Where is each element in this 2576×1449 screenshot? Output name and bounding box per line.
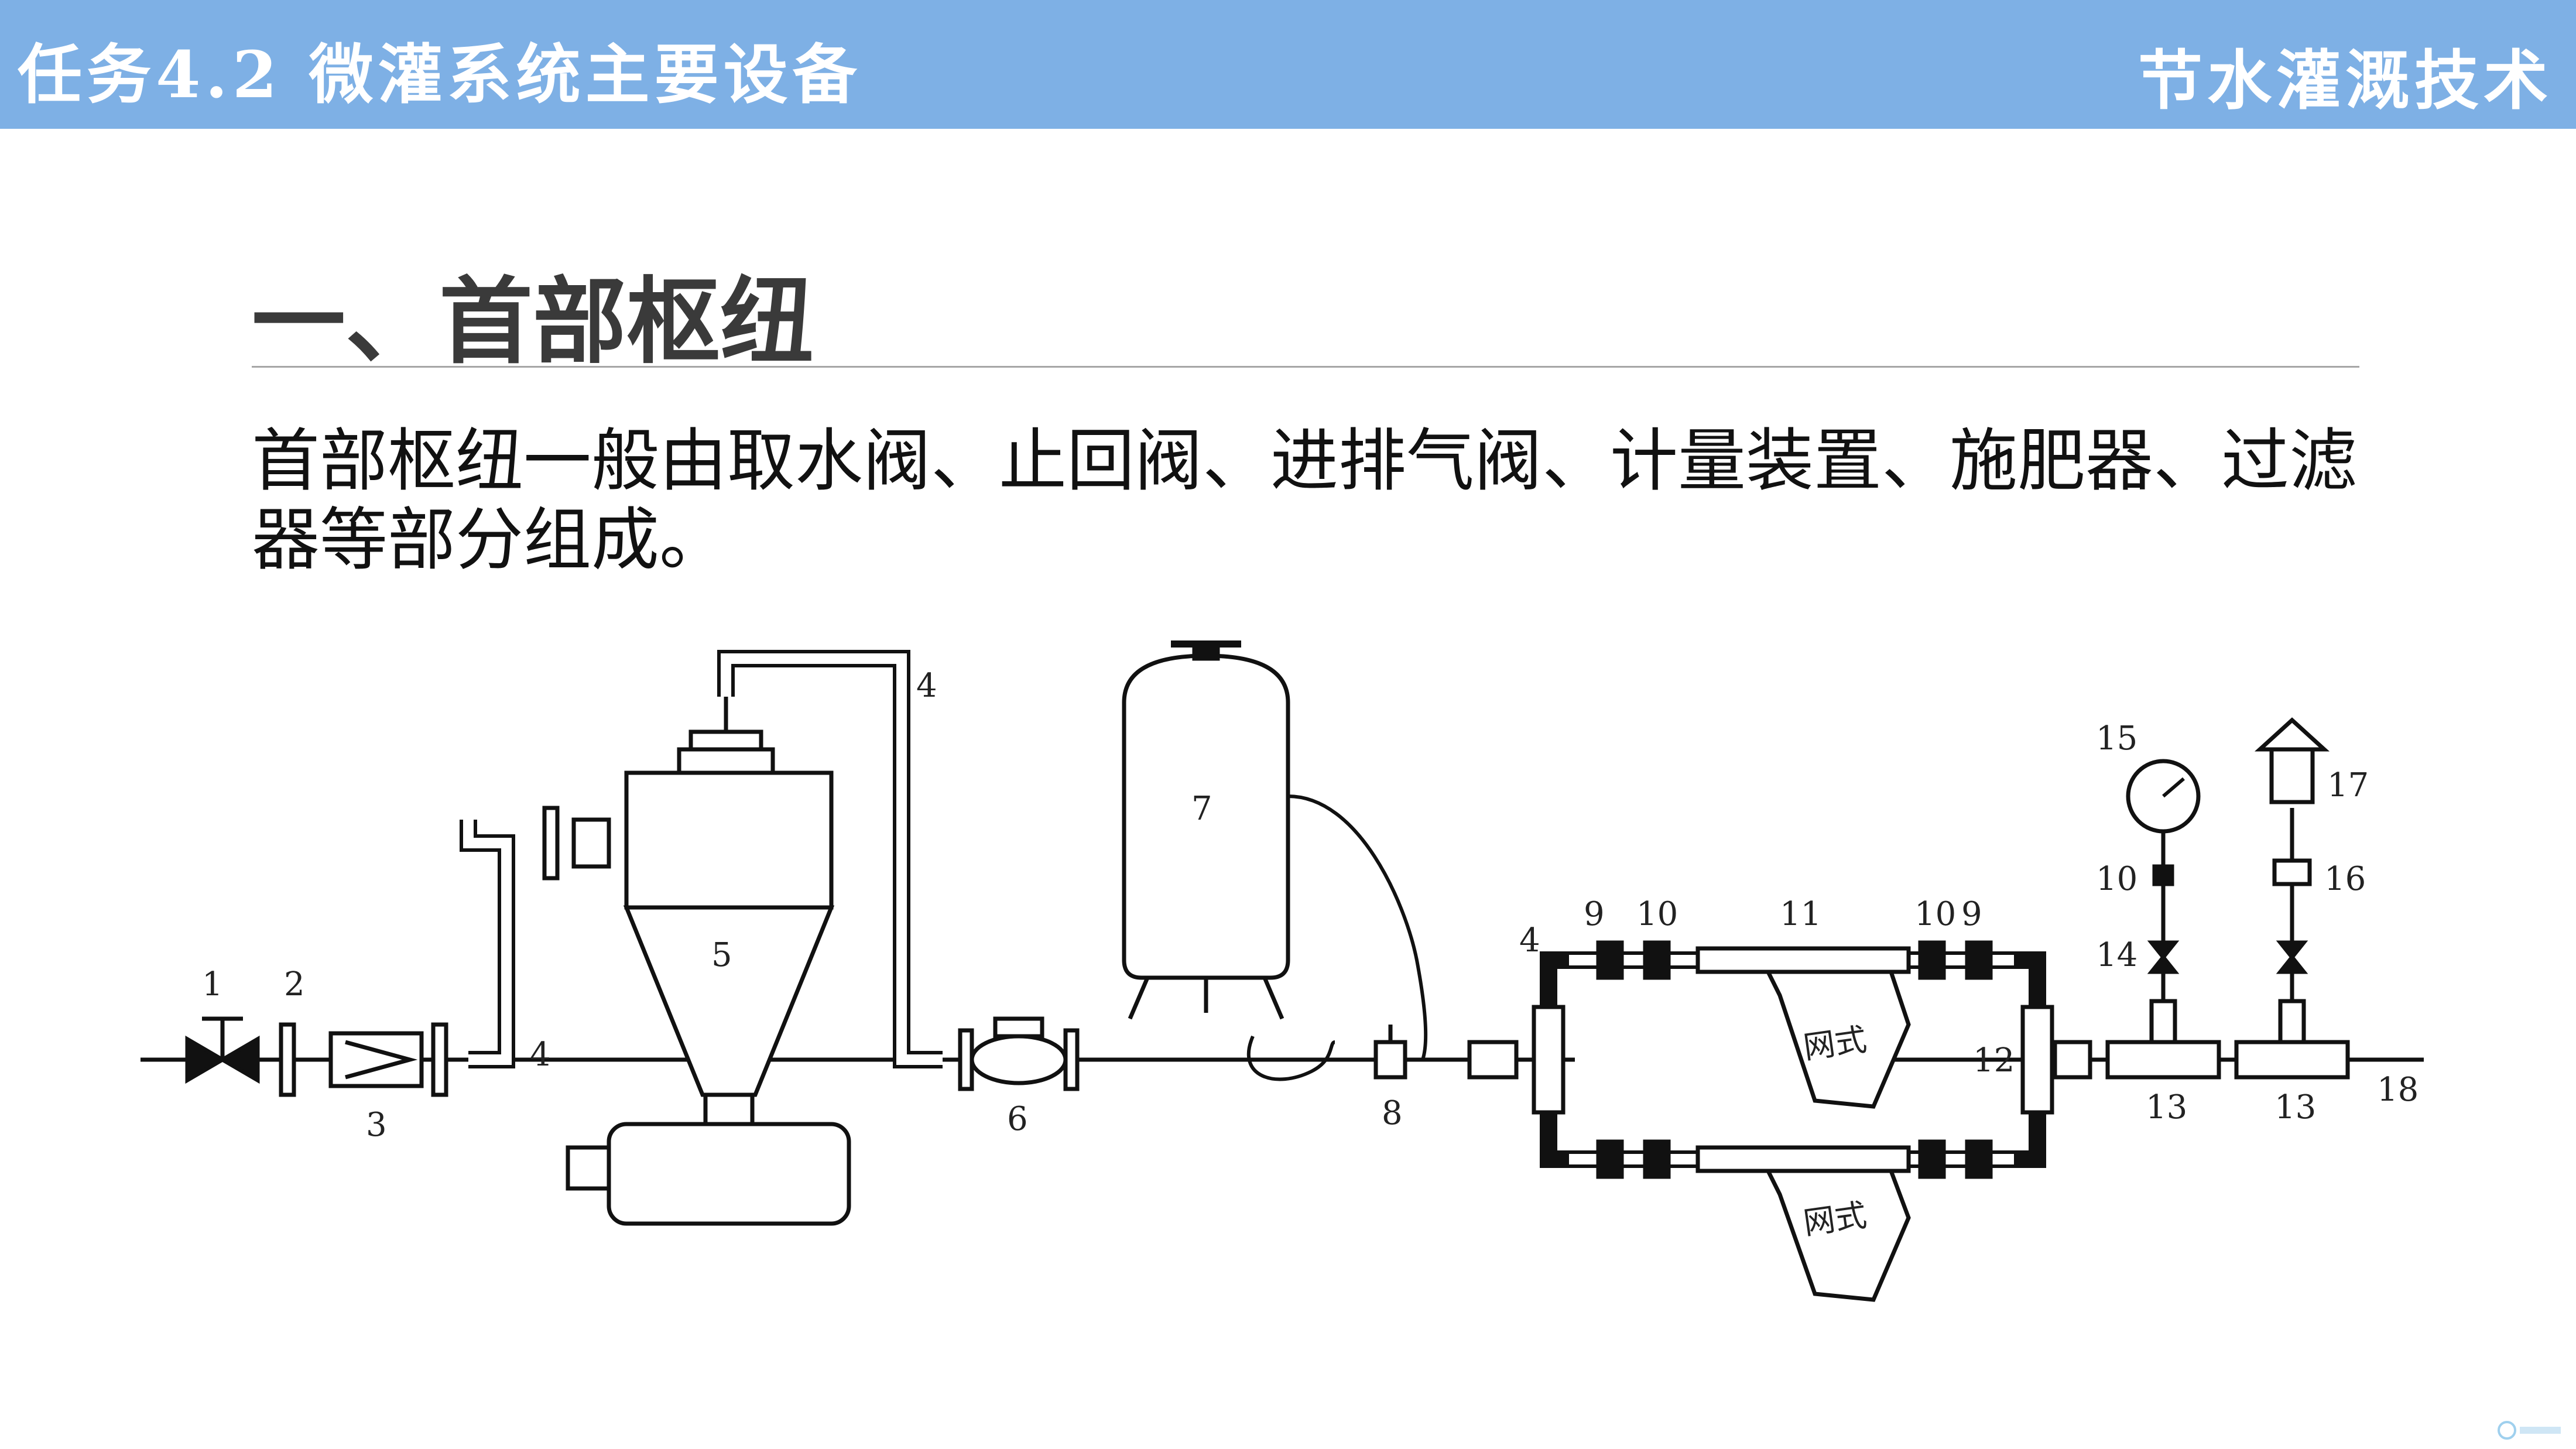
- filter-type-label-lower: 网式: [1801, 1197, 1869, 1242]
- tee-1: [2105, 1040, 2221, 1080]
- label-4a: 4: [530, 1036, 551, 1074]
- label-1: 1: [202, 965, 223, 1003]
- header-bar: [0, 0, 2576, 129]
- head-hub-diagram: 1 2 3 4 5 4 6 7 8 4 9 10 11 10 9 12 13 1…: [141, 640, 2424, 1302]
- body-paragraph: 首部枢纽一般由取水阀、止回阀、进排气阀、计量装置、施肥器、过滤器等部分组成。: [252, 422, 2357, 580]
- injector-valve: [1373, 1040, 1407, 1080]
- slide-task-title: 任务4.2 微灌系统主要设备: [18, 37, 862, 112]
- filter-branch-valves: [1596, 940, 1993, 1179]
- label-2: 2: [284, 965, 305, 1003]
- label-17: 17: [2327, 766, 2369, 804]
- screen-filter-lower: [1695, 1145, 1911, 1302]
- label-14a: 14: [2096, 936, 2137, 974]
- label-9a: 9: [1584, 895, 1605, 933]
- pressure-gauge: [2126, 759, 2201, 1001]
- label-11: 11: [1780, 895, 1821, 933]
- watermark-logo: [2498, 1421, 2561, 1440]
- label-9b: 9: [1961, 895, 1982, 933]
- label-15: 15: [2096, 720, 2137, 758]
- fertilizer-tank: [1122, 640, 1290, 1020]
- sand-separator: [566, 697, 851, 1226]
- section-divider: [252, 366, 2359, 368]
- label-13a: 13: [2146, 1088, 2187, 1126]
- label-3: 3: [366, 1106, 387, 1144]
- check-valve-body: [328, 1031, 424, 1088]
- screen-filter-upper: [1695, 946, 1911, 1109]
- section-heading: 一、首部枢纽: [252, 267, 814, 376]
- fertilizer-hose-in: [1247, 1035, 1335, 1081]
- intake-valve: [185, 1016, 260, 1084]
- tee-2: [2234, 1040, 2350, 1080]
- label-10c: 10: [2096, 860, 2137, 898]
- elbow-1: [460, 820, 515, 1068]
- label-6: 6: [1007, 1100, 1028, 1138]
- label-8: 8: [1382, 1094, 1403, 1132]
- label-7: 7: [1191, 790, 1212, 828]
- water-meter: [958, 1016, 1080, 1091]
- course-title: 节水灌溉技术: [2138, 43, 2553, 118]
- label-18: 18: [2377, 1071, 2419, 1109]
- label-10b: 10: [1914, 895, 1956, 933]
- air-release-valve: [2254, 717, 2330, 1001]
- label-10a: 10: [1636, 895, 1678, 933]
- fertilizer-hose-out: [1287, 794, 1428, 1060]
- label-13b: 13: [2274, 1088, 2316, 1126]
- diagram-labels: 1 2 3 4 5 4 6 7 8 4 9 10 11 10 9 12 13 1…: [202, 667, 2419, 1242]
- label-4c: 4: [1519, 922, 1540, 960]
- label-16: 16: [2324, 860, 2366, 898]
- label-4b: 4: [916, 667, 937, 705]
- filter-type-label-upper: 网式: [1801, 1021, 1869, 1066]
- label-5: 5: [711, 936, 732, 974]
- check-valve-flange: [279, 1022, 296, 1097]
- label-12: 12: [1973, 1042, 2015, 1080]
